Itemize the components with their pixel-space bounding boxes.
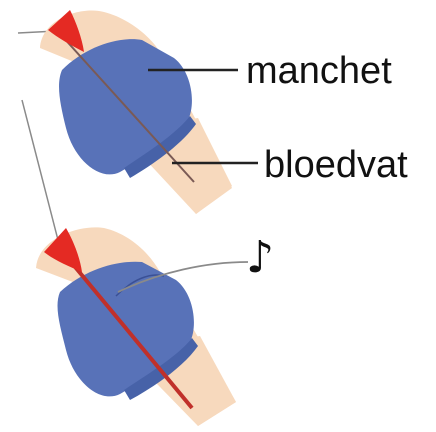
connecting-lead (22, 100, 58, 240)
cuff-label: manchet (246, 50, 392, 92)
bottom-arm-illustration (36, 227, 248, 426)
vessel-label: bloedvat (264, 144, 408, 186)
top-arm-illustration (18, 10, 232, 214)
music-note-icon: ♪ (246, 232, 274, 283)
